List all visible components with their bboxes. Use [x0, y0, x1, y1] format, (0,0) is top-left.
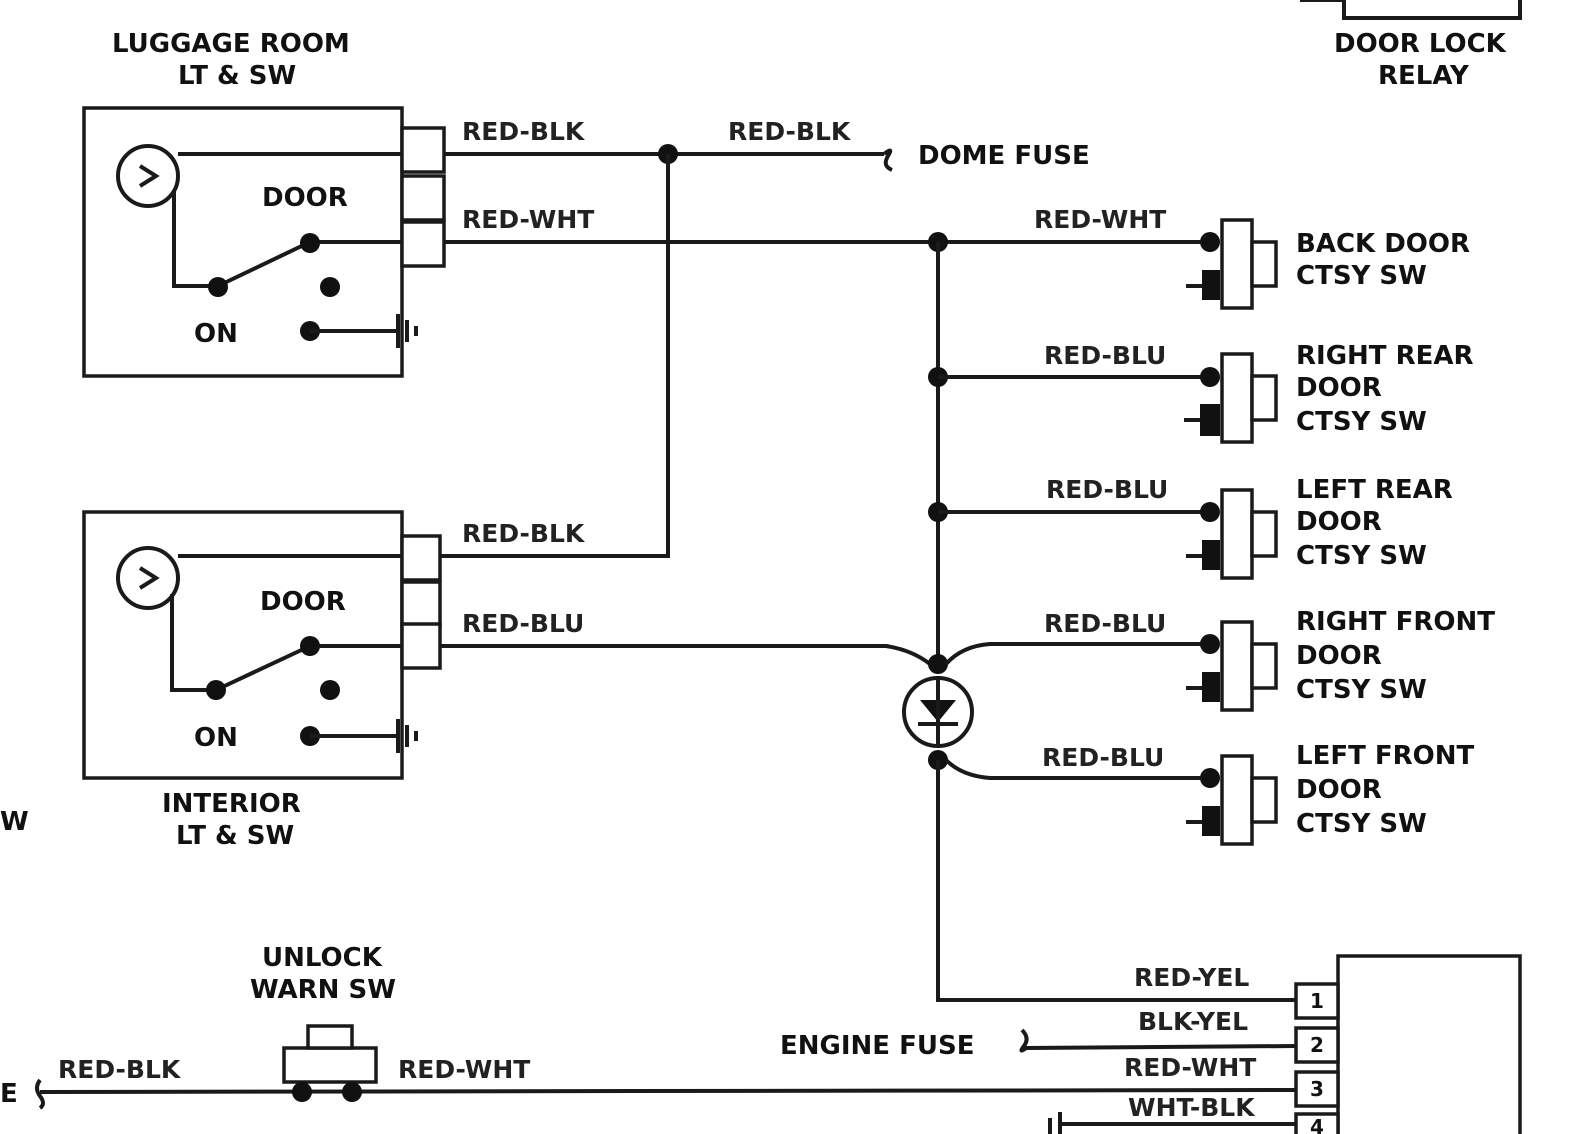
pin-label-2: 2 — [1310, 1033, 1324, 1057]
back-door-label-line1: BACK DOOR — [1296, 229, 1470, 259]
relay-connector-block: 1 2 3 4 — [1294, 954, 1522, 1134]
connector-pin-3 — [1294, 1070, 1340, 1108]
wire-label: RED-BLU — [1044, 609, 1166, 638]
luggage-room-label-line2: LT & SW — [178, 61, 296, 91]
interior-lt-sw: DOOR ON INTERIOR LT & SW — [82, 510, 442, 851]
wire-label: RED-WHT — [462, 205, 594, 234]
left-front-label-line2: DOOR — [1296, 775, 1382, 805]
engine-fuse-symbol — [1019, 1028, 1297, 1053]
left-front-door-ctsy-sw — [1186, 754, 1278, 846]
interior-connector-pin-3 — [400, 622, 442, 670]
ground-icon — [1048, 1112, 1062, 1134]
right-rear-door-ctsy-sw — [1184, 352, 1278, 444]
door-lock-relay-label-line2: RELAY — [1378, 61, 1470, 91]
back-door-label-line2: CTSY SW — [1296, 261, 1427, 291]
engine-fuse-label: ENGINE FUSE — [780, 1031, 974, 1061]
interior-connector-pin-1 — [400, 534, 442, 582]
left-rear-label-line1: LEFT REAR — [1296, 475, 1453, 505]
connector-pin-2 — [1294, 1026, 1340, 1064]
pin-label-1: 1 — [1310, 989, 1324, 1013]
interior-label-line1: INTERIOR — [162, 789, 301, 819]
wire-label: RED-BLK — [462, 519, 586, 548]
right-front-label-line2: DOOR — [1296, 641, 1382, 671]
unlock-warn-label-line1: UNLOCK — [262, 943, 383, 973]
left-fuse-symbol — [35, 1078, 45, 1110]
door-lock-relay-label-line1: DOOR LOCK — [1334, 29, 1507, 59]
edge-label-w: W — [0, 807, 29, 837]
right-rear-label-line2: DOOR — [1296, 373, 1382, 403]
back-door-ctsy-sw — [1186, 218, 1278, 310]
wire-label: BLK-YEL — [1138, 1007, 1248, 1036]
left-front-label-line1: LEFT FRONT — [1296, 741, 1475, 771]
luggage-lamp-icon — [116, 144, 180, 208]
dome-fuse-label: DOME FUSE — [918, 141, 1090, 171]
connector-pin-1 — [1294, 982, 1340, 1020]
right-front-label-line1: RIGHT FRONT — [1296, 607, 1495, 637]
luggage-room-lt-sw: DOOR ON LUGGAGE ROOM LT & SW — [82, 29, 446, 378]
main-wiring — [35, 144, 1297, 1134]
wire-label: RED-WHT — [1034, 205, 1166, 234]
unlock-warn-label-line2: WARN SW — [250, 975, 396, 1005]
luggage-connector-pin-2 — [400, 174, 446, 222]
right-rear-label-line1: RIGHT REAR — [1296, 341, 1474, 371]
connector-pin-4 — [1294, 1112, 1340, 1134]
luggage-room-label-line1: LUGGAGE ROOM — [112, 29, 350, 59]
left-rear-label-line2: DOOR — [1296, 507, 1382, 537]
diode-icon — [902, 676, 974, 748]
wire-label: RED-BLU — [462, 609, 584, 638]
unlock-warn-sw: UNLOCK WARN SW — [250, 943, 396, 1102]
wire-label: RED-BLU — [1042, 743, 1164, 772]
pin-label-3: 3 — [1310, 1077, 1324, 1101]
luggage-door-label: DOOR — [262, 183, 348, 213]
luggage-on-label: ON — [194, 319, 238, 349]
interior-lamp-icon — [116, 546, 180, 610]
ground-icon — [396, 314, 418, 348]
edge-label-e: E — [0, 1079, 18, 1109]
right-front-label-line3: CTSY SW — [1296, 675, 1427, 705]
wire-label: RED-WHT — [1124, 1053, 1256, 1082]
interior-switch-lever — [215, 644, 311, 692]
wire-label: RED-BLU — [1046, 475, 1168, 504]
interior-connector-pin-2 — [400, 580, 442, 628]
ground-icon — [396, 719, 418, 753]
wire-label: RED-BLK — [58, 1055, 182, 1084]
left-rear-label-line3: CTSY SW — [1296, 541, 1427, 571]
door-lock-relay: DOOR LOCK RELAY — [1300, 0, 1522, 91]
wire-label: RED-YEL — [1134, 963, 1249, 992]
right-rear-label-line3: CTSY SW — [1296, 407, 1427, 437]
right-front-door-ctsy-sw — [1186, 620, 1278, 712]
interior-door-label: DOOR — [260, 587, 346, 617]
left-front-label-line3: CTSY SW — [1296, 809, 1427, 839]
wire-label: RED-BLK — [462, 117, 586, 146]
luggage-connector-pin-3 — [400, 220, 446, 268]
luggage-lamp-filament — [138, 164, 160, 188]
wire-label: RED-BLU — [1044, 341, 1166, 370]
luggage-connector-pin-1 — [400, 126, 446, 174]
wire-label: RED-BLK — [728, 117, 852, 146]
pin-label-4: 4 — [1310, 1115, 1324, 1134]
interior-on-label: ON — [194, 723, 238, 753]
left-rear-door-ctsy-sw — [1186, 488, 1278, 580]
interior-lamp-filament — [138, 566, 160, 590]
wire-label: RED-WHT — [398, 1055, 530, 1084]
wire-label: WHT-BLK — [1128, 1093, 1256, 1122]
luggage-switch-lever — [217, 240, 311, 288]
interior-label-line2: LT & SW — [176, 821, 294, 851]
dome-fuse-symbol — [882, 148, 893, 172]
